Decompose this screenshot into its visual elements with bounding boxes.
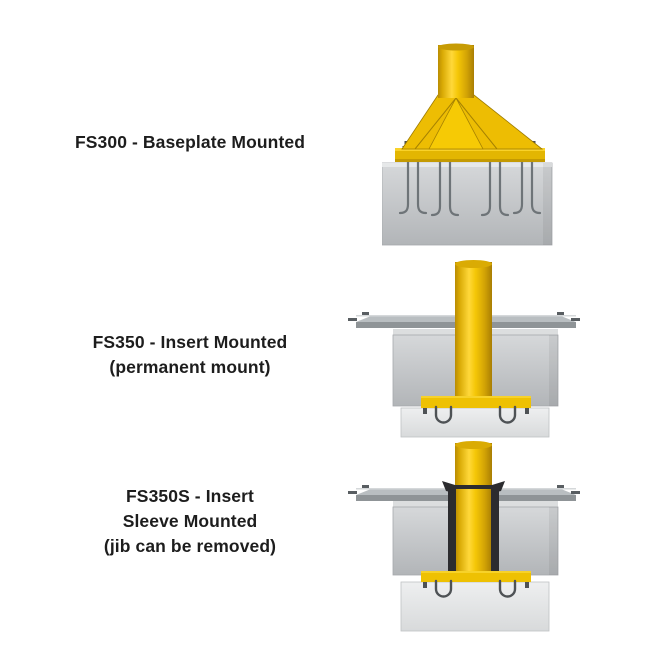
- u-bolts: [434, 579, 517, 598]
- column: [455, 260, 492, 400]
- label-fs300: FS300 - Baseplate Mounted: [25, 130, 355, 155]
- concrete-foundation: [382, 162, 553, 246]
- column: [438, 43, 474, 98]
- u-bolts: [434, 405, 517, 424]
- illustration-fs350s-insert-sleeve-mounted: [348, 441, 580, 635]
- insert-sleeve: [442, 481, 505, 573]
- label-fs350: FS350 - Insert Mounted (permanent mount): [25, 330, 355, 380]
- fs350-svg: [348, 260, 580, 438]
- anchor-bolts: [398, 160, 542, 217]
- label-fs350s-line1: FS350S - Insert: [126, 486, 254, 506]
- bottom-plate: [421, 571, 531, 588]
- illustration-fs350-insert-mounted: [348, 256, 580, 442]
- baseplate: [395, 148, 545, 162]
- label-fs350s-line3: (jib can be removed): [103, 536, 277, 556]
- label-fs350-line1: FS350 - Insert Mounted: [92, 332, 288, 352]
- label-fs300-line1: FS300 - Baseplate Mounted: [74, 132, 306, 152]
- label-fs350s: FS350S - Insert Sleeve Mounted (jib can …: [25, 484, 355, 559]
- fs350s-svg: [348, 441, 580, 632]
- fs300-svg: [382, 43, 553, 246]
- gusset-flare: [401, 94, 544, 150]
- label-fs350s-line2: Sleeve Mounted: [122, 511, 258, 531]
- lower-foundation: [400, 581, 550, 632]
- illustration-fs300-baseplate-mounted: [382, 38, 562, 248]
- column: [455, 441, 492, 573]
- label-fs350-line2: (permanent mount): [109, 357, 271, 377]
- bottom-plate: [421, 396, 531, 414]
